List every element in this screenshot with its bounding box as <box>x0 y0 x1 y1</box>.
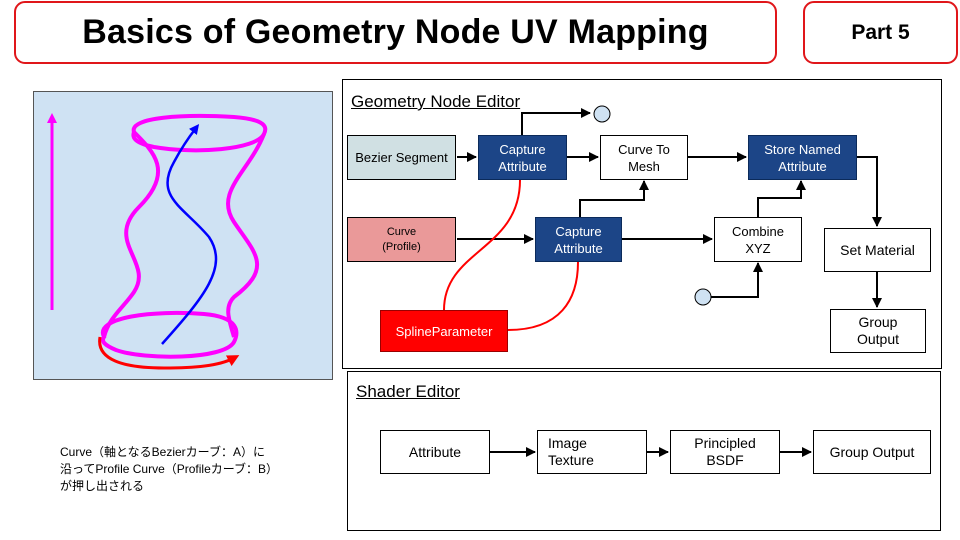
part-badge: Part 5 <box>803 1 958 64</box>
node-capture-attribute-2[interactable]: Capture Attribute <box>535 217 622 262</box>
top-profile-ring <box>131 113 268 153</box>
curve-illustration <box>33 91 333 380</box>
node-combine-xyz[interactable]: Combine XYZ <box>714 217 802 262</box>
right-side-curve <box>226 133 266 338</box>
node-group-output[interactable]: Group Output <box>830 309 926 353</box>
node-attribute[interactable]: Attribute <box>380 430 490 474</box>
shader-editor-title: Shader Editor <box>356 382 460 401</box>
node-curve-profile[interactable]: Curve (Profile) <box>347 217 456 262</box>
node-store-named-attribute[interactable]: Store Named Attribute <box>748 135 857 180</box>
bottom-profile-ring <box>100 310 239 359</box>
node-principled-bsdf[interactable]: Principled BSDF <box>670 430 780 474</box>
node-shader-group-output[interactable]: Group Output <box>813 430 931 474</box>
node-spline-parameter[interactable]: SplineParameter <box>380 310 508 352</box>
geometry-editor-title: Geometry Node Editor <box>351 92 521 111</box>
left-side-curve <box>102 130 161 338</box>
caption-text: Curve（軸となるBezierカーブ：A）に 沿ってProfile Curve… <box>60 445 279 493</box>
node-image-texture[interactable]: Image Texture <box>537 430 647 474</box>
profile-arrow <box>98 336 240 370</box>
node-bezier-segment[interactable]: Bezier Segment <box>347 135 456 180</box>
node-curve-to-mesh[interactable]: Curve To Mesh <box>600 135 688 180</box>
page-title: Basics of Geometry Node UV Mapping <box>14 1 777 64</box>
extrusion-illustration-svg <box>47 113 268 370</box>
axis-curve <box>161 124 218 345</box>
node-set-material[interactable]: Set Material <box>824 228 931 272</box>
node-capture-attribute-1[interactable]: Capture Attribute <box>478 135 567 180</box>
